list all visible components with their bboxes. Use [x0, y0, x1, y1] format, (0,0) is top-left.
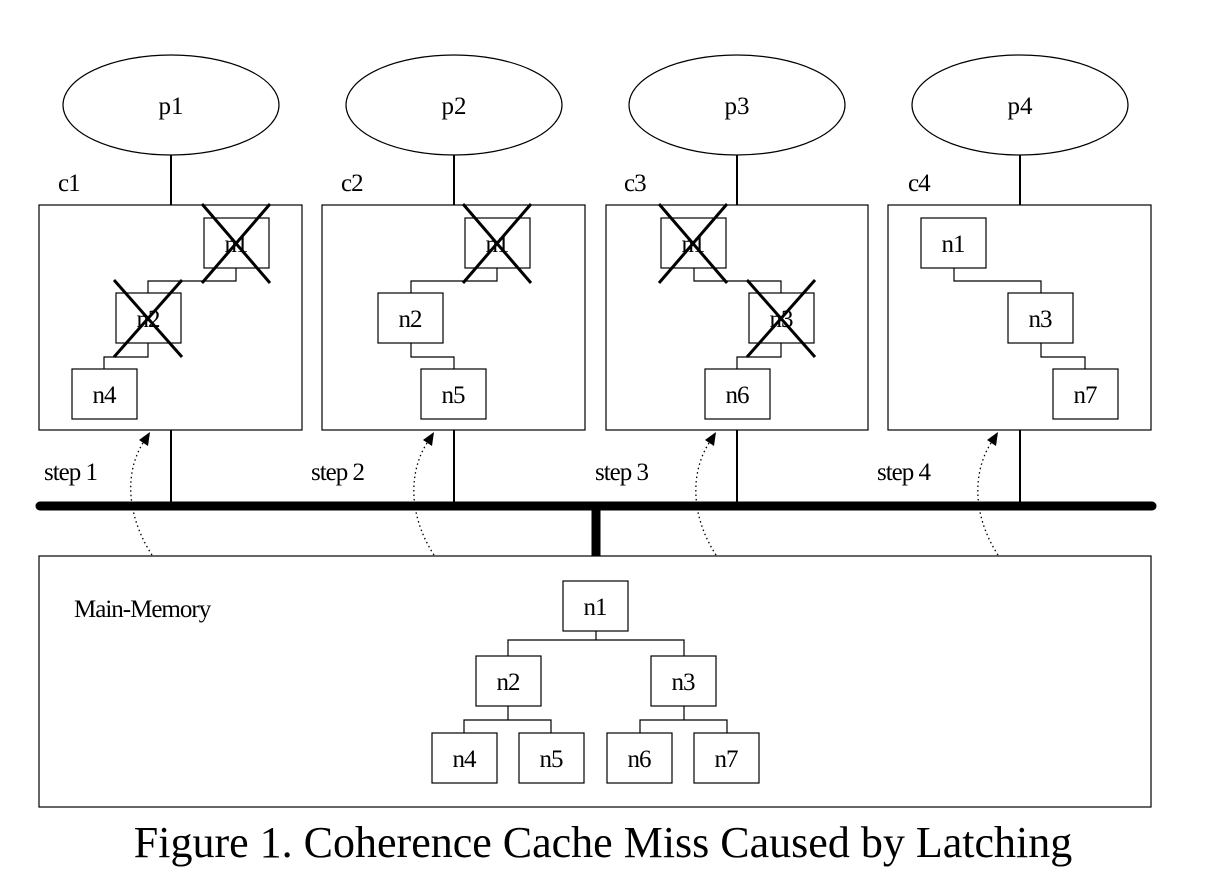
memory-node-n2-label: n2	[497, 669, 521, 696]
invalidated-cross-icon	[200, 203, 272, 284]
cache-c3: c3 n1 n3 n6	[605, 170, 869, 431]
memory-node-n5	[518, 732, 585, 784]
memory-node-n7-label: n7	[715, 746, 739, 773]
tree-edge	[103, 336, 149, 369]
cache-c2-node-n2-label: n2	[399, 306, 423, 333]
tree-edge	[953, 268, 1042, 293]
tree-edge	[507, 639, 685, 656]
step-3-label: step 3	[595, 459, 649, 486]
cache-c4-node-n7	[1052, 368, 1119, 420]
cache-c3-node-n6	[704, 368, 771, 420]
memory-node-n1	[562, 580, 629, 632]
figure-caption: Figure 1. Coherence Cache Miss Caused by…	[134, 818, 1072, 867]
memory-node-n3	[650, 655, 717, 707]
memory-node-n6	[606, 732, 673, 784]
tree-edge	[1040, 343, 1086, 369]
tree-edge	[736, 343, 782, 369]
cache-c2-label: c2	[341, 170, 363, 197]
memory-node-n1-label: n1	[584, 594, 607, 621]
memory-node-n7	[693, 732, 760, 784]
cache-c2-node-n5	[420, 368, 487, 420]
processor-p3: p3	[628, 54, 846, 156]
memory-node-n2	[475, 655, 542, 707]
cache-c4-node-n3	[1007, 292, 1074, 344]
cache-c2: c2 n1 n2 n5	[321, 170, 586, 431]
cache-c1-node-n4	[71, 368, 138, 420]
step-1-label: step 1	[44, 459, 97, 486]
invalidated-cross-icon	[745, 279, 817, 358]
main-memory: Main-Memory n1 n2 n3 n4 n5 n6 n7	[38, 555, 1152, 808]
cache-c4-node-n3-label: n3	[1029, 306, 1053, 333]
cache-c2-node-n2	[377, 292, 444, 344]
invalidated-cross-icon	[657, 203, 729, 284]
processor-p1-label: p1	[159, 93, 184, 120]
fetch-arrow-step-3	[695, 432, 717, 556]
cache-c1-label: c1	[58, 170, 80, 197]
fetch-arrow-step-1	[130, 432, 153, 556]
cache-c4-node-n7-label: n7	[1074, 382, 1098, 409]
processor-p2-label: p2	[442, 93, 467, 120]
memory-node-n5-label: n5	[540, 746, 564, 773]
processor-p4: p4	[911, 54, 1129, 156]
tree-edge	[147, 268, 237, 293]
processor-p1: p1	[62, 54, 280, 156]
invalidated-cross-icon	[112, 279, 184, 358]
cache-c4-node-n1-label: n1	[942, 231, 965, 258]
tree-edge	[463, 719, 552, 733]
cache-c4-node-n1	[920, 217, 987, 269]
processor-p3-label: p3	[725, 93, 750, 120]
cache-c4: c4 n1 n3 n7	[887, 170, 1152, 431]
cache-c3-node-n6-label: n6	[726, 382, 750, 409]
cache-c4-label: c4	[908, 170, 931, 197]
fetch-arrow-step-4	[977, 432, 999, 556]
tree-edge	[410, 268, 498, 293]
memory-node-n4-label: n4	[453, 746, 478, 773]
memory-node-n3-label: n3	[672, 669, 696, 696]
memory-node-n6-label: n6	[628, 746, 652, 773]
cache-c1: c1 n1 n2 n4	[38, 170, 303, 431]
tree-edge	[639, 719, 728, 733]
step-2-label: step 2	[311, 459, 365, 486]
processor-p4-label: p4	[1008, 93, 1034, 120]
cache-c3-label: c3	[624, 170, 646, 197]
tree-edge	[410, 343, 455, 369]
cache-c2-node-n5-label: n5	[442, 382, 466, 409]
cache-c1-node-n4-label: n4	[93, 382, 118, 409]
processor-p2: p2	[345, 54, 563, 156]
fetch-arrow-step-2	[413, 432, 435, 556]
tree-edge	[693, 268, 782, 293]
main-memory-label: Main-Memory	[74, 596, 212, 623]
step-4-label: step 4	[877, 459, 932, 486]
invalidated-cross-icon	[461, 203, 533, 284]
memory-node-n4	[431, 732, 498, 784]
